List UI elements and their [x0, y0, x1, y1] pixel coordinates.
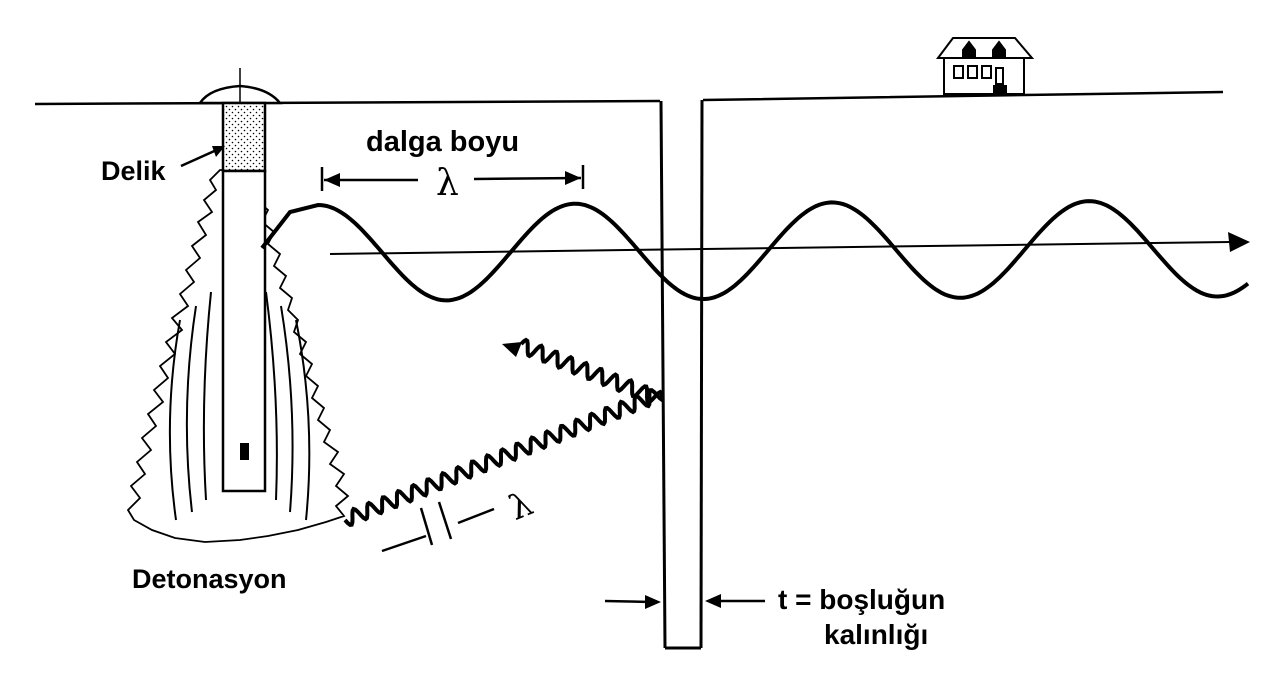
void-gap [659, 99, 704, 650]
detonation-stress-lines [168, 291, 311, 521]
void-thickness-label-line2: kalınlığı [824, 619, 929, 650]
wavelength-label: dalga boyu [366, 126, 520, 158]
wavelength-dimension [320, 165, 585, 191]
reflected-body-wave [519, 337, 664, 405]
propagation-axis-arrow [329, 232, 1250, 255]
explosive-charge [240, 443, 249, 460]
surface-wave [260, 199, 1250, 303]
lambda-symbol-body: λ [504, 484, 539, 529]
body-wavelength-dimension [381, 501, 495, 553]
borehole-charge-column [221, 169, 267, 493]
lambda-symbol-surface: λ [436, 163, 459, 204]
detonation-label: Detonasyon [132, 564, 287, 594]
incident-body-wave [343, 388, 664, 527]
hole-pointer-arrow [180, 146, 225, 168]
ground-surface-line [34, 90, 1224, 106]
hole-label: Delik [101, 156, 166, 186]
reflected-wave-arrowhead [502, 342, 522, 357]
borehole-stemming [221, 101, 267, 173]
void-thickness-label-line1: t = boşluğun [778, 584, 946, 615]
house-icon [936, 37, 1035, 95]
thickness-arrows [604, 594, 765, 609]
